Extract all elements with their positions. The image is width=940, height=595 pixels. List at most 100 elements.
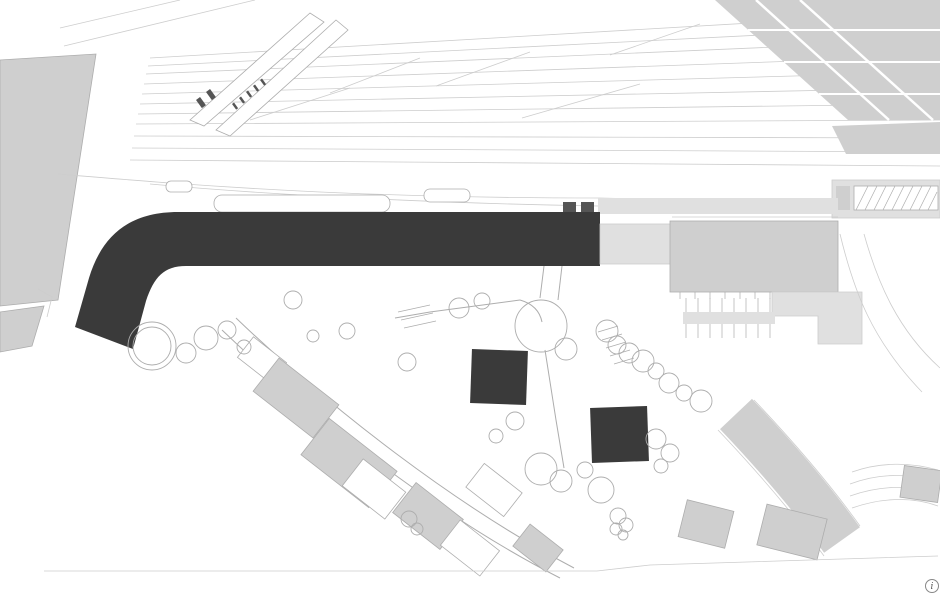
tree — [524, 452, 558, 486]
tree — [514, 299, 568, 353]
station-buildings — [599, 216, 863, 345]
orientation-marker-circle — [925, 579, 939, 593]
tree — [675, 384, 693, 402]
residential-street — [221, 317, 575, 579]
station-annex — [599, 223, 673, 265]
embankment-edge — [753, 399, 861, 527]
platform-strip — [832, 122, 940, 154]
tree — [132, 326, 172, 366]
tree — [609, 522, 623, 536]
tree — [473, 292, 491, 310]
station-building — [669, 220, 839, 293]
hatched-canopy — [853, 185, 939, 211]
platform-detail — [836, 186, 850, 210]
track-line — [137, 103, 940, 115]
track-line — [133, 135, 940, 139]
track-line — [129, 159, 940, 167]
tree — [488, 428, 504, 444]
tree — [618, 342, 640, 364]
pavilion-square-1 — [470, 349, 528, 405]
footpath — [557, 265, 563, 301]
house — [756, 503, 828, 561]
house — [252, 357, 340, 439]
tree — [618, 517, 634, 533]
footpath — [519, 299, 543, 323]
track-switch-line — [609, 23, 701, 56]
tree — [400, 510, 418, 528]
railway-tracks — [59, 0, 940, 167]
track-switch-line — [63, 0, 256, 47]
pavilion-square-2 — [590, 406, 649, 463]
tree — [549, 469, 573, 493]
station-platform-zone — [715, 0, 940, 219]
island-platform — [215, 19, 349, 137]
tree — [631, 349, 655, 373]
curved-building — [75, 212, 600, 349]
tree — [617, 529, 629, 541]
house — [677, 499, 735, 549]
orientation-marker-label: i — [931, 582, 934, 592]
tree — [397, 352, 417, 372]
tree — [609, 507, 627, 525]
plaza-paths — [394, 265, 635, 469]
track-line — [135, 119, 940, 125]
house — [512, 523, 564, 573]
east-edge-building — [899, 465, 940, 503]
tree — [217, 320, 237, 340]
tree — [338, 322, 356, 340]
footpath — [394, 299, 521, 319]
tree — [607, 335, 627, 355]
island-platform — [189, 12, 325, 127]
tree — [647, 362, 665, 380]
tree — [410, 522, 424, 536]
road-edge — [863, 233, 940, 369]
track-line — [131, 147, 940, 153]
track-switch-line — [329, 57, 421, 94]
canopy-hatching — [855, 185, 938, 211]
rail-embankment — [720, 398, 860, 553]
house-outline — [465, 462, 523, 518]
west-building-large — [0, 53, 97, 307]
tree — [127, 321, 177, 371]
tree — [587, 476, 615, 504]
tree — [660, 443, 680, 463]
tree — [236, 339, 252, 355]
trees — [127, 290, 713, 541]
track-line — [139, 87, 940, 105]
bus-shelter — [165, 180, 193, 193]
footpath — [544, 349, 565, 469]
tree — [689, 389, 713, 413]
tree — [658, 372, 680, 394]
tree — [448, 297, 470, 319]
train-car — [206, 89, 216, 101]
tree — [283, 290, 303, 310]
station-forecourt-roads — [57, 173, 839, 222]
small-canopy — [423, 188, 471, 203]
platform-gap — [755, 0, 890, 121]
tree — [306, 329, 320, 343]
platform-gap — [799, 0, 934, 121]
tree — [595, 319, 619, 343]
road-edge — [57, 173, 839, 205]
tree — [645, 428, 667, 450]
train-car-ticks — [232, 78, 267, 110]
orientation-marker: i — [925, 579, 939, 593]
edge-marks — [37, 288, 53, 318]
west-buildings — [0, 53, 97, 353]
platform-strip — [598, 198, 838, 214]
footpath — [539, 265, 545, 299]
island-platforms — [189, 12, 349, 137]
tree — [193, 325, 219, 351]
site-boundary — [44, 555, 939, 572]
parking-rows — [683, 298, 775, 338]
tree — [576, 461, 594, 479]
track-switch-line — [59, 0, 181, 29]
track-switch-line — [435, 51, 531, 87]
house-outline — [341, 458, 407, 520]
southeast-buildings — [677, 499, 828, 561]
tree — [505, 411, 525, 431]
house-outline — [439, 519, 501, 577]
track-switch-line — [521, 83, 641, 119]
